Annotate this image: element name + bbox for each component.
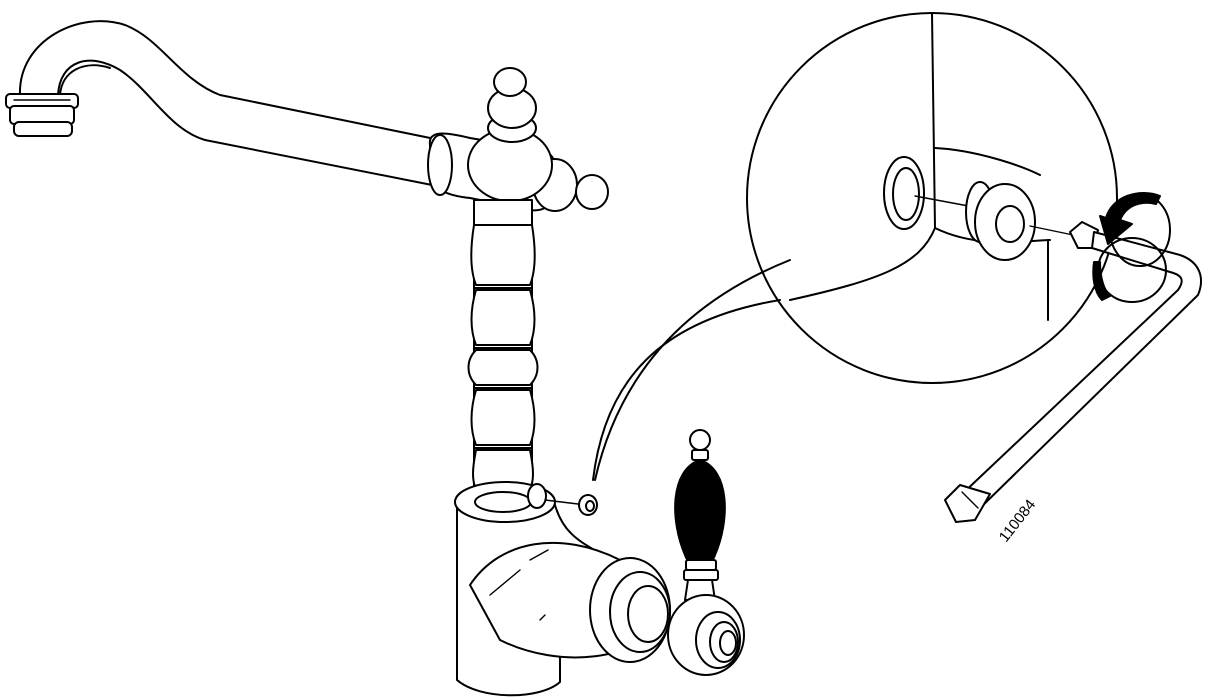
- handle-lever: [667, 429, 745, 676]
- set-screw: [527, 483, 598, 516]
- allen-key: [944, 192, 1202, 523]
- detail-magnifier: [592, 12, 1202, 523]
- faucet-head: [427, 67, 609, 212]
- faucet-base: [454, 481, 671, 697]
- faucet-column: [467, 199, 539, 516]
- spout: [5, 20, 441, 186]
- rotation-arrow: [1092, 192, 1171, 303]
- figure-number-label: 110084: [996, 496, 1040, 545]
